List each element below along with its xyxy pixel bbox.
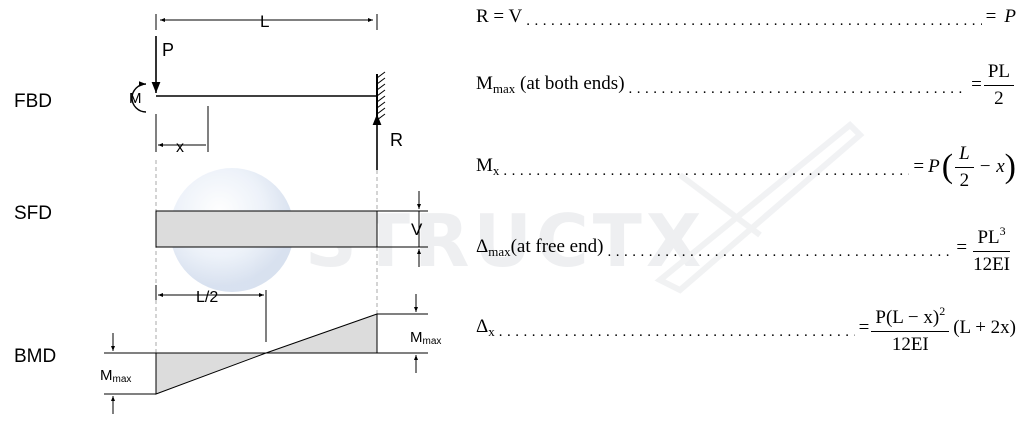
row-label-sfd: SFD [14,203,52,224]
span-label: L [260,12,269,31]
fixed-support-icon [376,71,386,121]
equation-delta-max: Δmax(at free end) ......................… [476,220,1016,276]
moment-triangle-left [155,352,267,395]
dot-leader: ........................................… [526,12,981,29]
row-label-fbd: FBD [14,91,52,112]
sfd-diagram: V [155,191,428,267]
equation-reaction: R = V ..................................… [476,6,1016,29]
dot-leader: ........................................… [498,323,855,340]
moment-left-label: Mmax [100,367,131,385]
row-label-bmd: BMD [14,346,56,367]
reaction-label: R [390,130,403,150]
distance-label: x [176,139,184,156]
dot-leader: ........................................… [503,162,909,179]
moment-label: M [129,90,142,107]
moment-triangle-right [265,313,378,354]
bmd-diagram: L/2 Mmax Mmax [100,285,441,414]
half-span-label: L/2 [196,289,218,306]
shear-label: V [411,220,423,239]
moment-right-label: Mmax [410,329,441,347]
equation-reaction-rhs: P [1004,6,1016,27]
watermark-pen-icon [654,120,865,294]
fbd-diagram: L P M R x [129,12,403,170]
moment-arrow-icon [131,81,147,113]
equation-delta-x: Δx .....................................… [476,300,1016,356]
alignment-guides [155,160,378,353]
dot-leader: ........................................… [628,80,968,97]
equation-mx: Mx .....................................… [476,142,1016,191]
equation-reaction-lhs: R = V [476,6,523,27]
dot-leader: ........................................… [607,243,953,260]
equation-mmax: Mmax (at both ends) ....................… [476,58,1016,112]
load-label: P [162,40,174,60]
shear-block [155,210,378,248]
